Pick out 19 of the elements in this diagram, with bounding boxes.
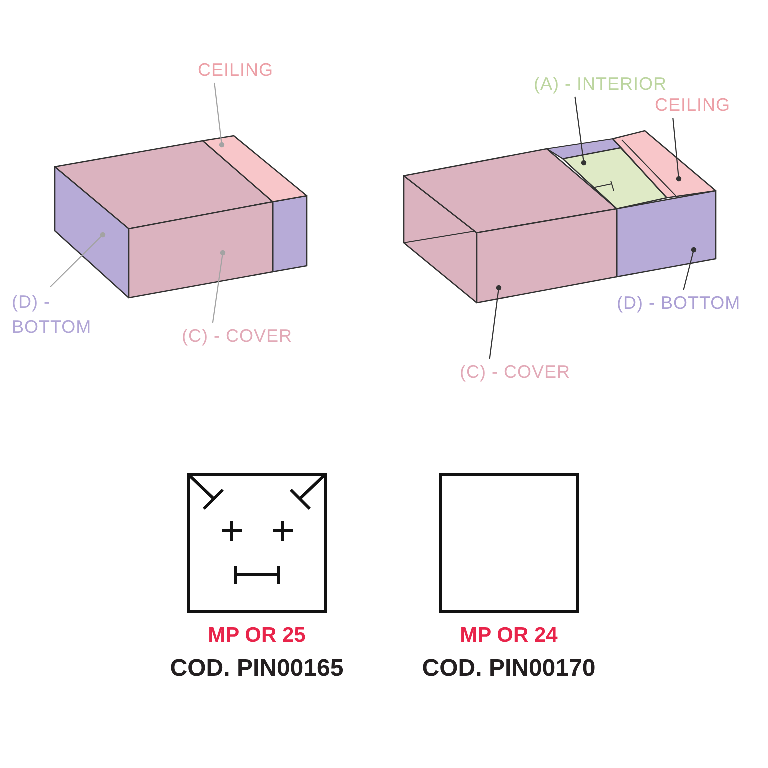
ceiling-label: CEILING (655, 95, 731, 115)
leader-line (489, 285, 502, 360)
square-frame (439, 473, 579, 613)
model-code: MP OR 25 (208, 624, 306, 648)
bottom-drawer-panel (616, 190, 717, 278)
interior-label: (A) - INTERIOR (534, 74, 667, 94)
cover-label: (C) - COVER (182, 326, 292, 346)
leader-line (672, 118, 682, 182)
ceiling-panel (612, 130, 717, 199)
leader-line (683, 247, 697, 290)
article-code: COD. PIN00165 (170, 655, 344, 683)
model-code: MP OR 24 (460, 624, 558, 648)
article-code: COD. PIN00170 (422, 655, 596, 683)
ceiling-label: CEILING (198, 60, 274, 80)
square-frame (187, 473, 327, 613)
bottom-label: (D) - BOTTOM (617, 293, 741, 313)
cover-label: (C) - COVER (460, 362, 570, 382)
leader-line (214, 82, 225, 148)
bottom-label: (D) - BOTTOM (12, 290, 104, 340)
